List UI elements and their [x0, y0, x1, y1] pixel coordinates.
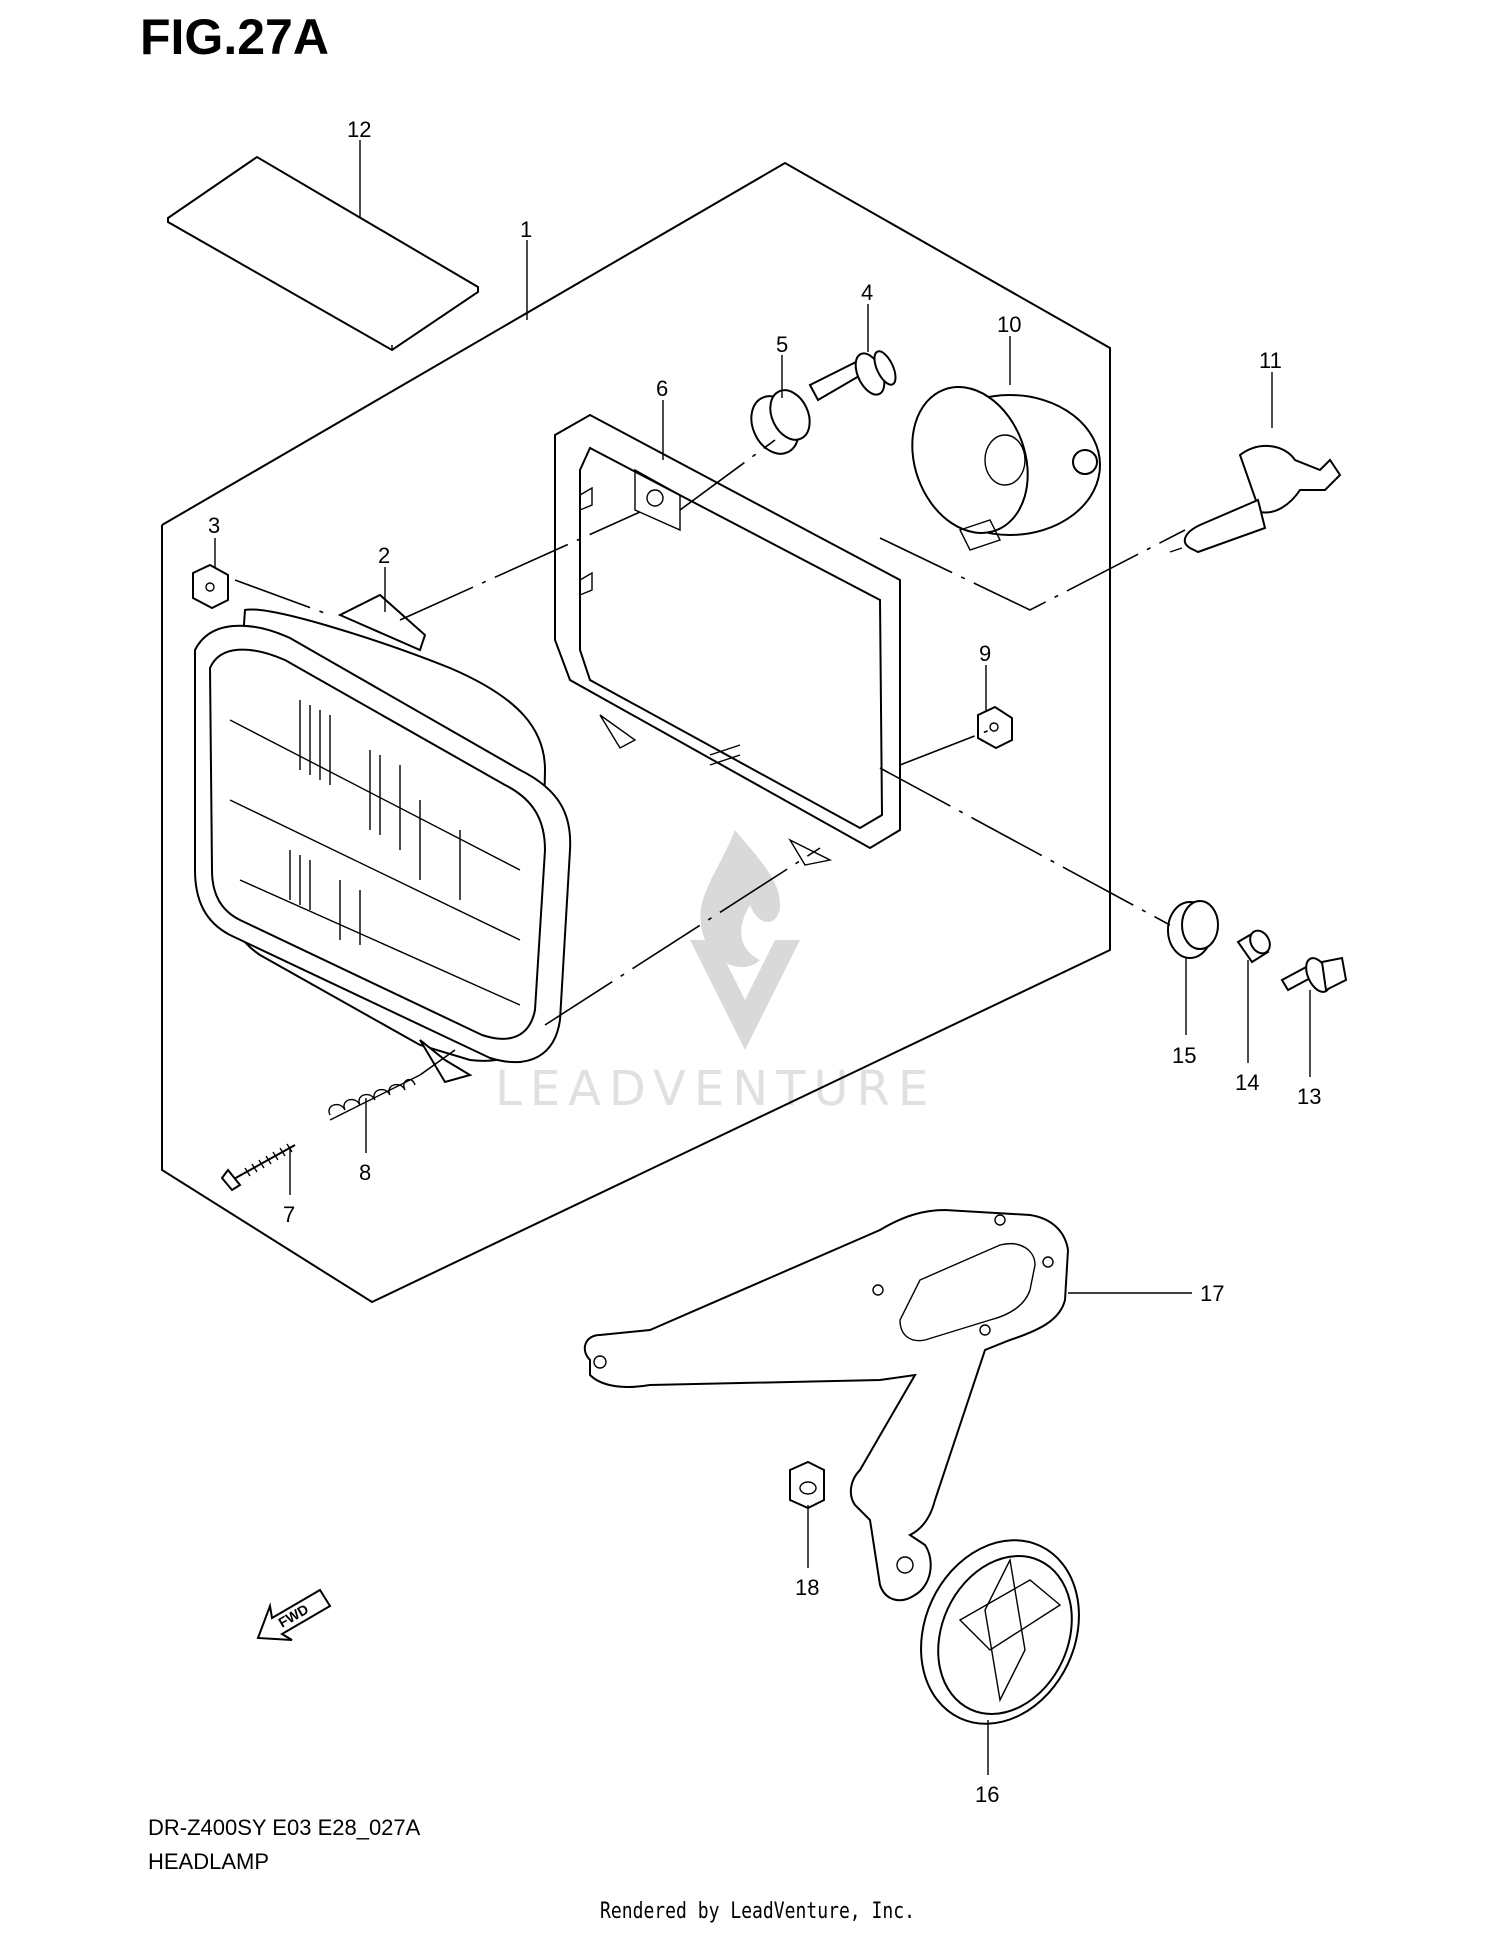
- callout-16: 16: [975, 1782, 999, 1807]
- callout-2: 2: [378, 543, 390, 568]
- part-11-bulb: [1169, 444, 1342, 554]
- part-10-socket: [911, 386, 1101, 551]
- part-2-headlamp: [194, 593, 572, 1084]
- watermark-text: LEADVENTURE: [495, 1061, 936, 1117]
- callout-17: 17: [1200, 1281, 1224, 1306]
- callout-13: 13: [1297, 1084, 1321, 1109]
- part-18-nut: [789, 1460, 825, 1510]
- part-3-nut: [192, 563, 229, 610]
- callout-18: 18: [795, 1575, 819, 1600]
- callout-8: 8: [359, 1160, 371, 1185]
- assembly-outline: [161, 161, 1111, 1304]
- assembly-lines: [234, 439, 1186, 1076]
- part-16-reflector: [920, 1539, 1080, 1725]
- part-15-adjuster: [1167, 900, 1219, 959]
- model-code: DR-Z400SY E03 E28_027A: [148, 1815, 421, 1840]
- part-7-screw: [220, 1143, 296, 1192]
- callout-1: 1: [520, 217, 532, 242]
- part-12-pad: [167, 155, 479, 352]
- leader-lines: [214, 140, 1311, 1775]
- callout-5: 5: [776, 332, 788, 357]
- callout-11: 11: [1259, 348, 1282, 373]
- part-17-bracket: [583, 1208, 1070, 1602]
- callout-3: 3: [208, 513, 220, 538]
- callout-14: 14: [1235, 1070, 1259, 1095]
- callout-15: 15: [1172, 1043, 1196, 1068]
- callout-12: 12: [347, 117, 371, 142]
- callout-4: 4: [861, 280, 873, 305]
- callout-9: 9: [979, 641, 991, 666]
- fwd-arrow-icon: FWD: [256, 1588, 332, 1641]
- part-8-spring: [328, 1074, 421, 1121]
- callout-6: 6: [656, 376, 668, 401]
- part-14-collar: [1236, 929, 1271, 964]
- callout-labels: 12 1 4 5 10 6 11 3 2 9 15 14 13 8 7 17 1…: [208, 117, 1321, 1807]
- lens-pattern: [229, 700, 521, 1006]
- part-5-grommet: [750, 389, 811, 455]
- callout-7: 7: [283, 1202, 295, 1227]
- part-13-bolt: [1280, 956, 1348, 993]
- part-4-bolt: [808, 350, 897, 402]
- part-9-nut: [977, 705, 1013, 750]
- figure-title: FIG.27A: [140, 9, 329, 65]
- section-name: HEADLAMP: [148, 1849, 270, 1874]
- callout-10: 10: [997, 312, 1021, 337]
- render-credit: Rendered by LeadVenture, Inc.: [600, 1899, 915, 1924]
- part-6-frame: [554, 413, 901, 866]
